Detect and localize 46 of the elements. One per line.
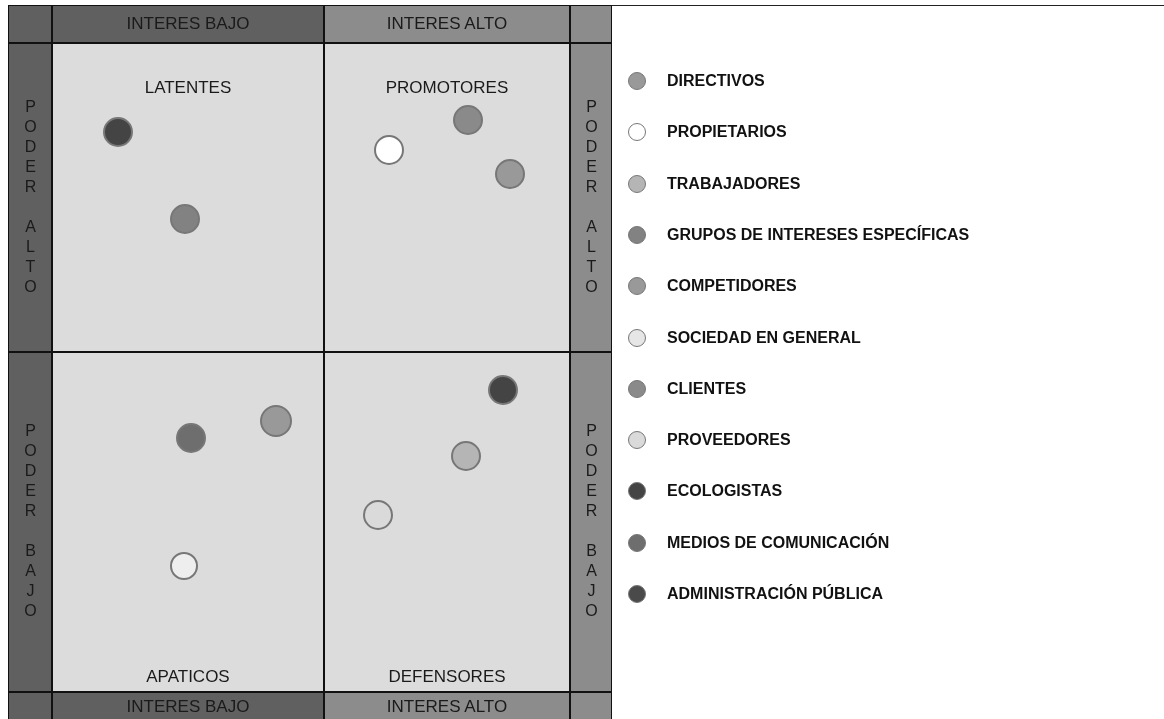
- header-band: [324, 692, 570, 719]
- stakeholder-dot: [488, 375, 518, 405]
- legend-label: GRUPOS DE INTERESES ESPECÍFICAS: [667, 225, 970, 244]
- quadrant-title: DEFENSORES: [387, 667, 507, 687]
- stakeholder-dot: [451, 441, 481, 471]
- quadrant-title: LATENTES: [143, 78, 233, 98]
- header-band: [52, 692, 324, 719]
- stakeholder-dot: [453, 105, 483, 135]
- legend-label: DIRECTIVOS: [667, 72, 765, 90]
- interest-axis-label: INTERES BAJO: [126, 14, 250, 34]
- quadrant: [324, 352, 570, 692]
- side-band: [8, 43, 52, 352]
- header-band: [52, 5, 324, 43]
- legend-label: ECOLOGISTAS: [667, 482, 783, 501]
- stakeholder-dot: [170, 204, 200, 234]
- power-axis-label: PODER BAJO: [22, 422, 38, 622]
- legend-label: PROVEEDORES: [667, 431, 791, 450]
- stakeholder-dot: [176, 423, 206, 453]
- side-band: [570, 43, 612, 352]
- interest-axis-label: INTERES ALTO: [386, 697, 508, 717]
- stakeholder-dot: [103, 117, 133, 147]
- legend-label: PROPIETARIOS: [667, 123, 787, 142]
- header-band: [324, 5, 570, 43]
- legend-label: COMPETIDORES: [667, 277, 797, 296]
- power-axis-label: PODER ALTO: [22, 97, 38, 298]
- stakeholder-dot: [260, 405, 292, 437]
- legend-label: TRABAJADORES: [667, 174, 801, 193]
- power-axis-label: PODER ALTO: [583, 97, 599, 298]
- side-band: [8, 352, 52, 692]
- legend-label: SOCIEDAD EN GENERAL: [667, 328, 861, 347]
- legend-label: MEDIOS DE COMUNICACIÓN: [667, 533, 890, 552]
- side-band: [570, 352, 612, 692]
- stakeholder-dot: [374, 135, 404, 165]
- interest-axis-label: INTERES BAJO: [126, 697, 250, 717]
- stakeholder-dot: [363, 500, 393, 530]
- quadrant: [52, 352, 324, 692]
- interest-axis-label: INTERES ALTO: [386, 14, 508, 34]
- stakeholder-dot: [170, 552, 198, 580]
- quadrant: [324, 43, 570, 352]
- quadrant-title: PROMOTORES: [384, 78, 510, 98]
- power-axis-label: PODER BAJO: [583, 422, 599, 622]
- stakeholder-dot: [495, 159, 525, 189]
- legend-label: CLIENTES: [667, 379, 747, 398]
- legend-label: ADMINISTRACIÓN PÚBLICA: [667, 585, 883, 603]
- quadrant: [52, 43, 324, 352]
- quadrant-title: APATICOS: [145, 667, 231, 687]
